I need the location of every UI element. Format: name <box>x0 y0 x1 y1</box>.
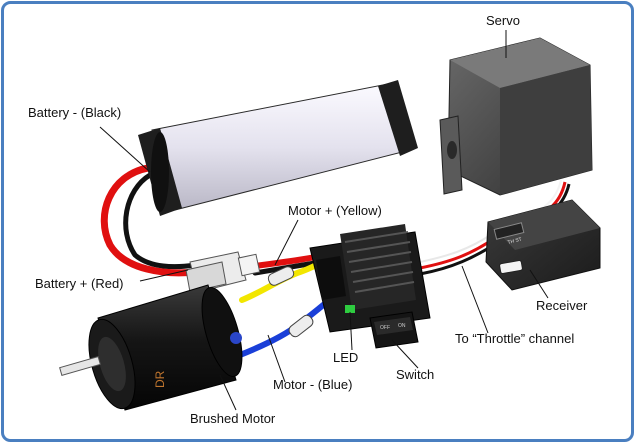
leader-switch <box>391 339 419 369</box>
esc-unit <box>309 224 431 333</box>
label-led: LED <box>333 350 359 365</box>
servo-unit <box>439 37 593 196</box>
leader-receiver <box>529 269 549 299</box>
leader-throttle <box>461 265 489 334</box>
battery-connector <box>185 251 261 293</box>
label-receiver: Receiver <box>536 298 588 313</box>
leader-led <box>349 311 353 351</box>
battery-red-wire <box>100 164 199 277</box>
switch-on-text: ON <box>398 323 406 329</box>
label-servo: Servo <box>486 13 520 28</box>
leader-brushed-motor <box>219 374 237 411</box>
leader-battery-neg <box>99 126 151 173</box>
motor-bullet-connectors <box>267 266 314 338</box>
receiver-ports-text: TH ST <box>507 237 522 246</box>
leader-battery-pos <box>139 269 189 282</box>
label-switch: Switch <box>396 367 435 382</box>
power-switch: OFF ON <box>369 311 419 349</box>
label-brushed-motor: Brushed Motor <box>190 411 276 426</box>
label-battery-neg: Battery - (Black) <box>28 105 122 120</box>
switch-off-text: OFF <box>380 325 390 331</box>
leader-lines <box>99 30 549 411</box>
led-indicator <box>345 305 355 313</box>
label-battery-pos: Battery + (Red) <box>35 276 124 291</box>
label-motor-neg: Motor - (Blue) <box>273 377 353 392</box>
battery-black-wire <box>123 172 198 270</box>
motor-marking-text: DR <box>153 370 167 388</box>
battery-pack <box>138 80 418 216</box>
brushed-motor: DR <box>59 284 243 411</box>
leader-motor-neg <box>267 334 286 383</box>
leader-motor-pos <box>274 219 299 266</box>
receiver-unit: TH ST <box>485 199 601 291</box>
label-throttle: To “Throttle” channel <box>455 331 575 346</box>
label-motor-pos: Motor + (Yellow) <box>288 203 382 218</box>
throttle-lead-white <box>419 233 493 263</box>
